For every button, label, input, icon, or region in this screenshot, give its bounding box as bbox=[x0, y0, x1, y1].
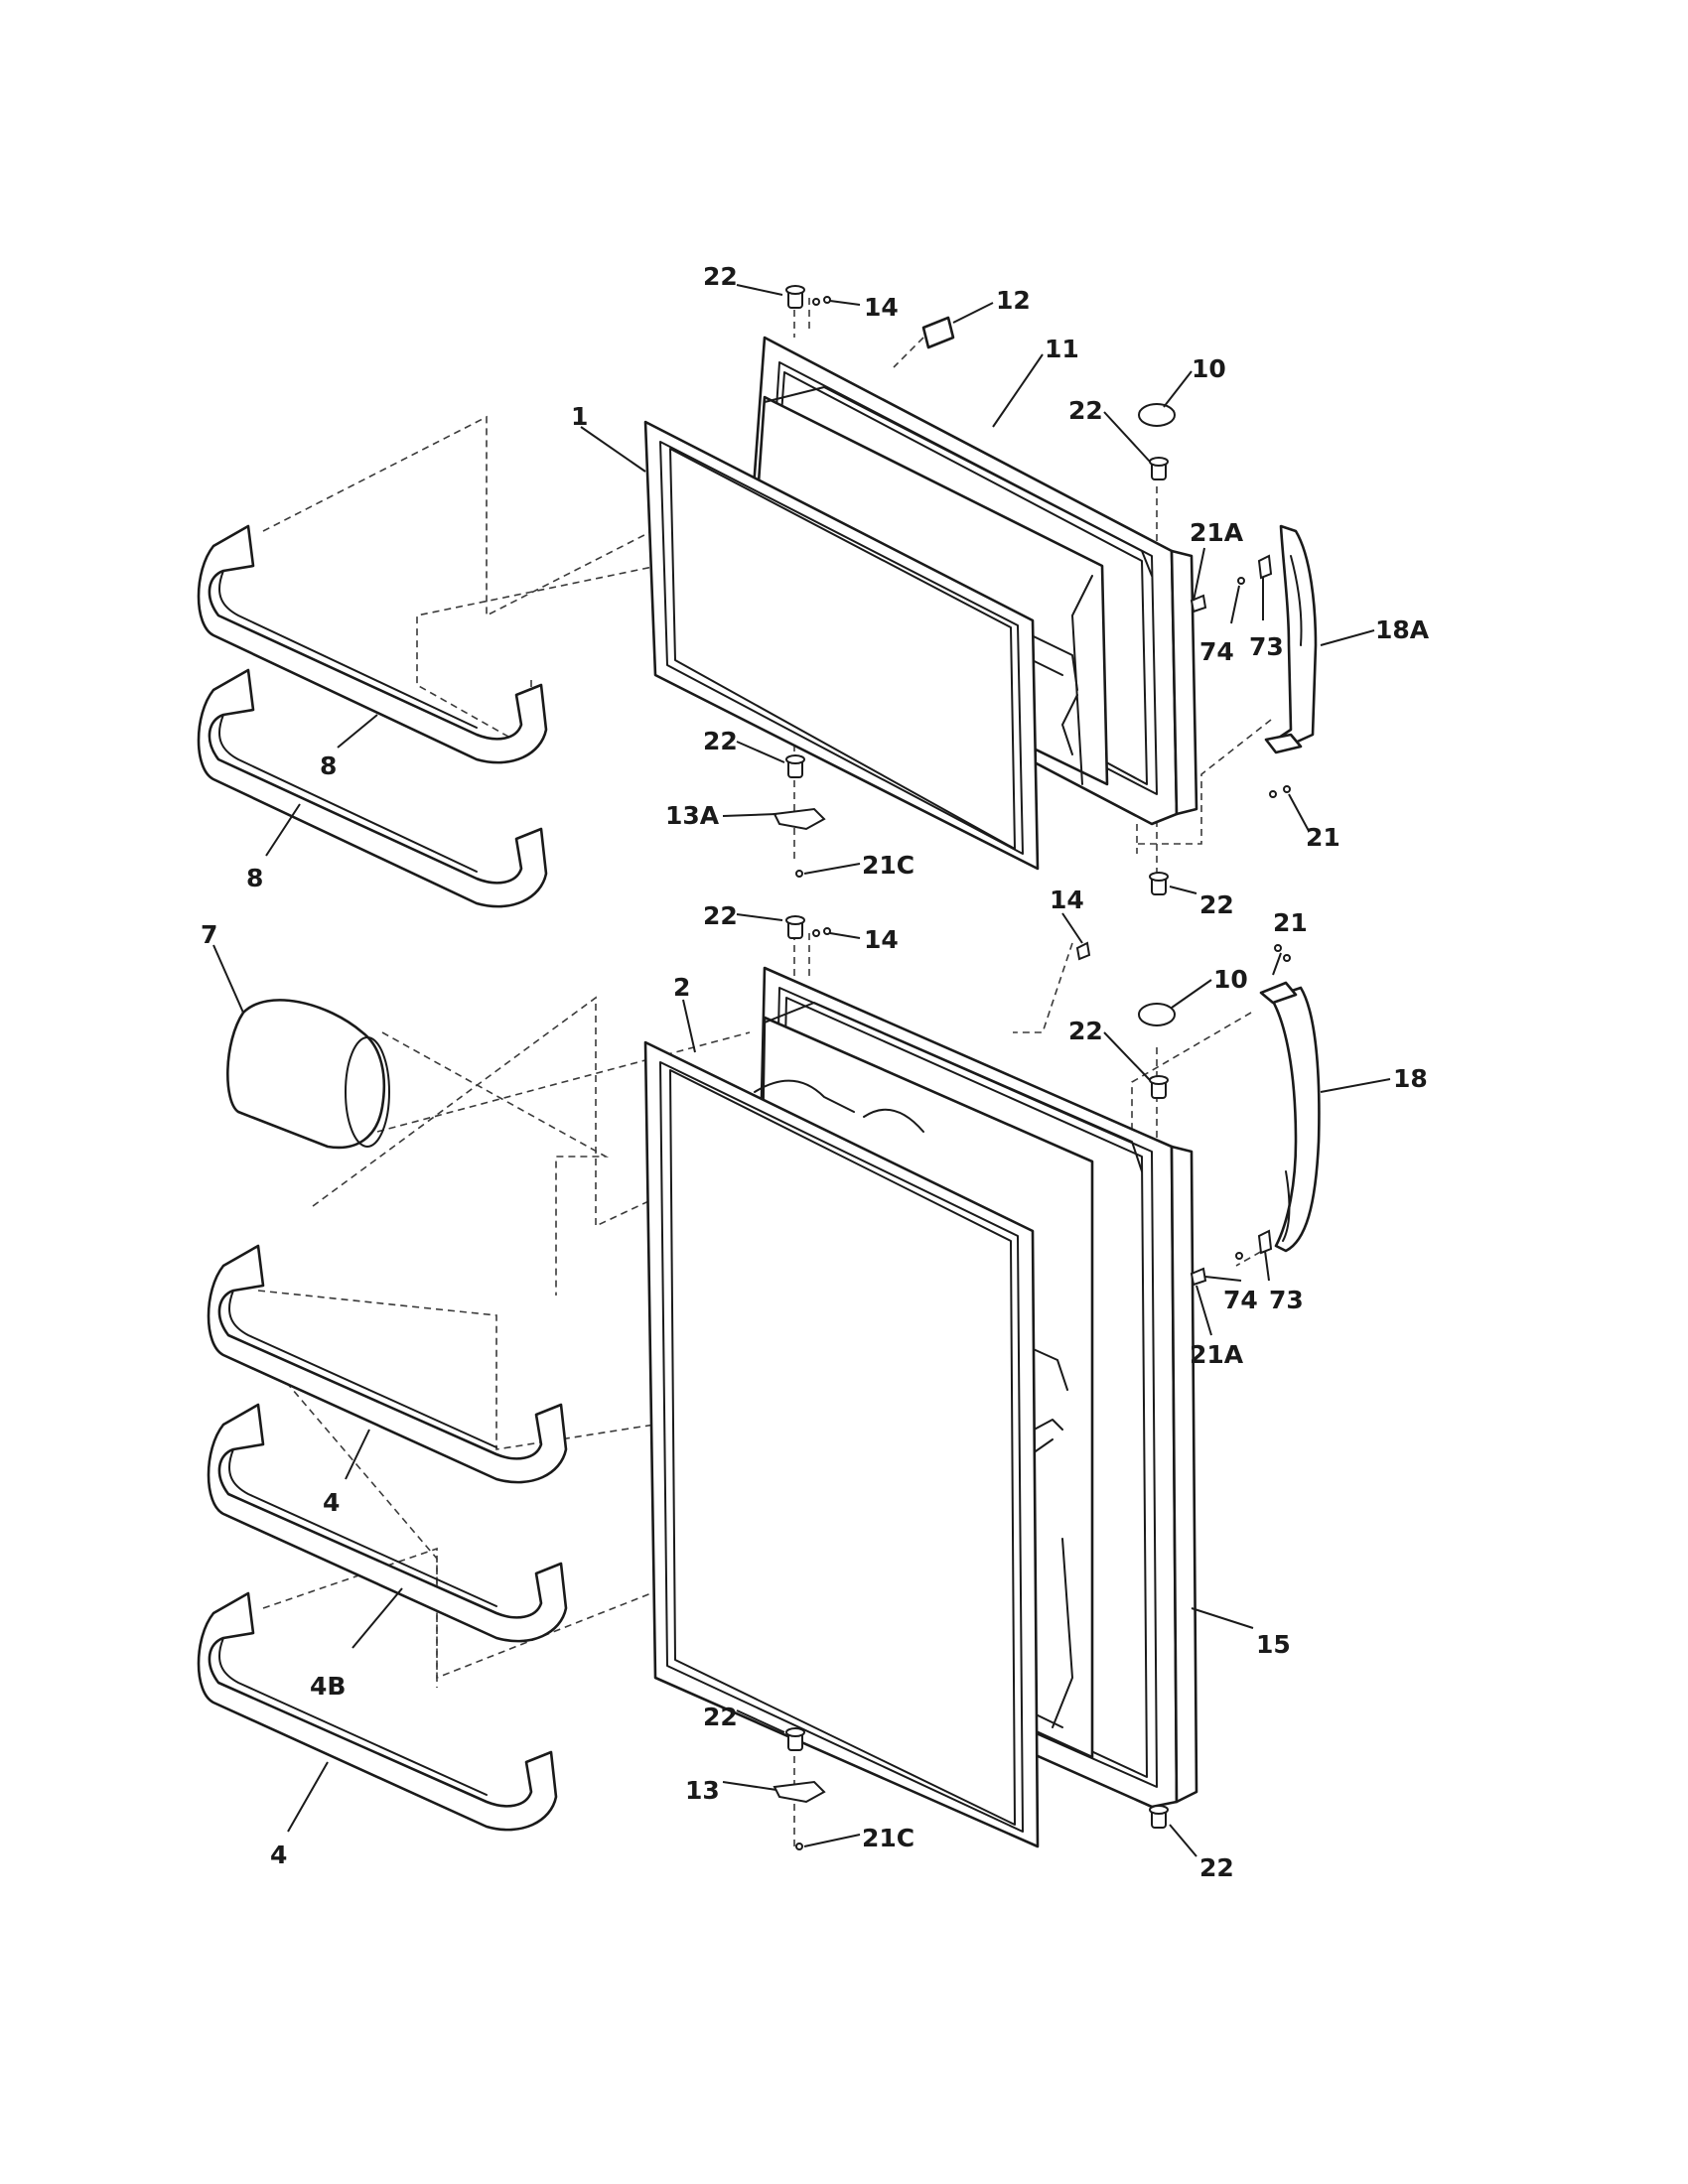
callout-21A-freezer: 21A bbox=[1190, 518, 1244, 547]
callout-13A: 13A bbox=[665, 801, 720, 830]
callout-74-fresh: 74 bbox=[1223, 1286, 1258, 1314]
leader-lines bbox=[212, 284, 1391, 1857]
callout-22-fresh-bottom-right: 22 bbox=[1199, 1853, 1234, 1882]
callout-14-fresh-top: 14 bbox=[864, 925, 899, 954]
callout-14-fresh-center: 14 bbox=[1050, 886, 1084, 914]
callout-4B: 4B bbox=[310, 1672, 346, 1701]
callout-22-freezer-top-right: 22 bbox=[1068, 396, 1103, 425]
callout-22-fresh-bottom: 22 bbox=[703, 1703, 738, 1731]
callout-21A-fresh: 21A bbox=[1190, 1340, 1244, 1369]
callout-10-freezer: 10 bbox=[1192, 354, 1226, 383]
callout-22-freezer-top-left: 22 bbox=[703, 262, 738, 291]
callout-1: 1 bbox=[571, 402, 588, 431]
freezer-door-shelf-1 bbox=[197, 524, 548, 764]
fresh-food-door-shelf-1 bbox=[207, 1244, 568, 1484]
freezer-door-handle bbox=[1264, 524, 1318, 754]
callout-22-freezer-bottom: 22 bbox=[703, 727, 738, 755]
callout-73-freezer: 73 bbox=[1249, 632, 1284, 661]
callout-2: 2 bbox=[673, 973, 690, 1002]
fresh-food-door-shelf-3 bbox=[197, 1591, 558, 1832]
callout-8-lower: 8 bbox=[246, 864, 263, 892]
callout-14-freezer: 14 bbox=[864, 293, 899, 322]
callout-22-freezer-bottom-right: 22 bbox=[1199, 890, 1234, 919]
fresh-food-door-handle bbox=[1259, 981, 1321, 1253]
callout-18A: 18A bbox=[1375, 615, 1430, 644]
fresh-food-door-gasket bbox=[643, 1040, 1040, 1848]
callout-18: 18 bbox=[1393, 1064, 1428, 1093]
freezer-door-gasket bbox=[643, 420, 1040, 871]
callout-labels: 22 14 12 11 10 22 1 21A 18A 74 73 8 22 1… bbox=[201, 262, 1430, 1882]
callout-21-fresh: 21 bbox=[1273, 908, 1308, 937]
callout-7: 7 bbox=[201, 920, 217, 949]
callout-13: 13 bbox=[685, 1776, 720, 1805]
callout-15: 15 bbox=[1256, 1630, 1291, 1659]
callout-21C-fresh: 21C bbox=[862, 1824, 914, 1852]
dairy-compartment bbox=[226, 999, 390, 1150]
callout-73-fresh: 73 bbox=[1269, 1286, 1304, 1314]
fresh-food-door-shelf-2 bbox=[207, 1403, 568, 1643]
callout-21C-freezer: 21C bbox=[862, 851, 914, 880]
callout-21-freezer: 21 bbox=[1306, 823, 1340, 852]
callout-22-fresh-top-left: 22 bbox=[703, 901, 738, 930]
callout-8-upper: 8 bbox=[320, 751, 337, 780]
callout-12: 12 bbox=[996, 286, 1031, 315]
callout-4-upper: 4 bbox=[323, 1488, 340, 1517]
callout-4-lower: 4 bbox=[270, 1841, 287, 1869]
callout-22-fresh-top-right: 22 bbox=[1068, 1017, 1103, 1045]
callout-74-freezer: 74 bbox=[1199, 637, 1234, 666]
callout-10-fresh: 10 bbox=[1213, 965, 1248, 994]
callout-11: 11 bbox=[1045, 335, 1079, 363]
freezer-door-shelf-2 bbox=[197, 668, 548, 908]
hardware bbox=[773, 285, 1291, 1850]
